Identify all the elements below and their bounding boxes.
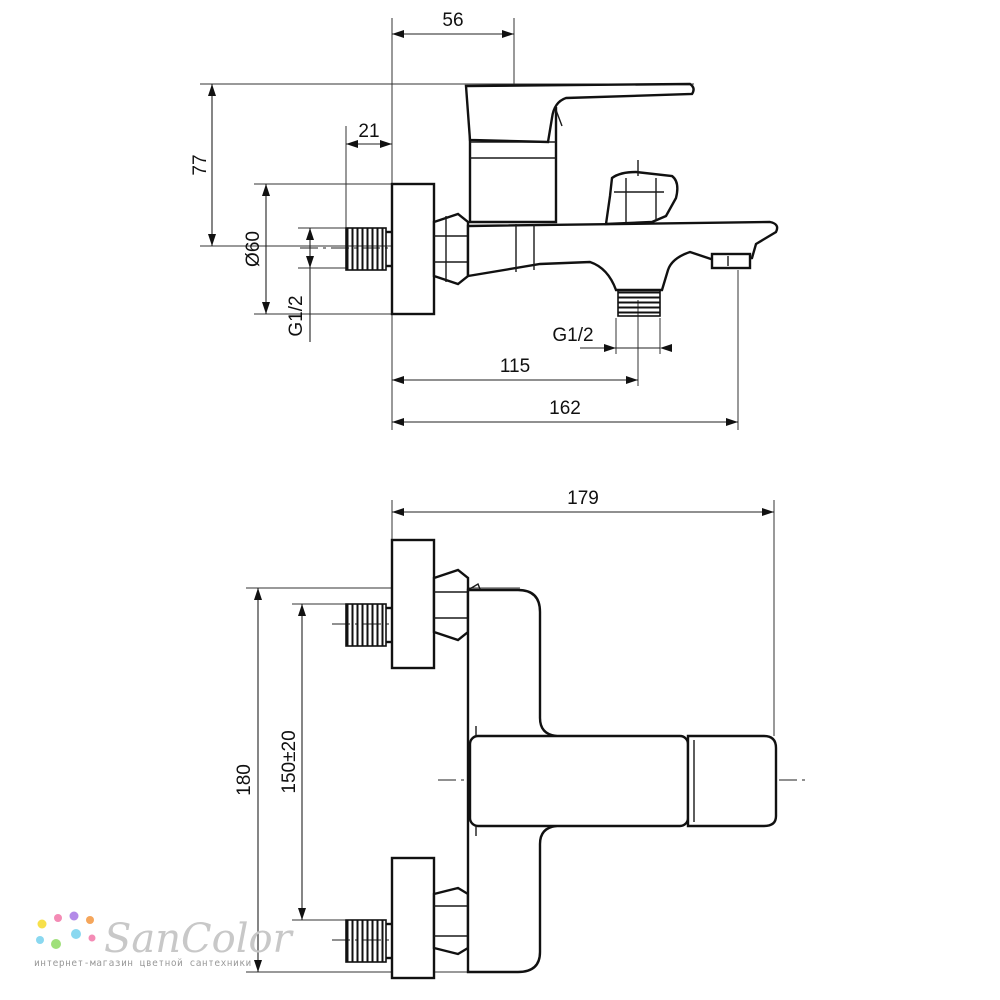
dim-eccentric-length: 21	[358, 121, 379, 142]
logo-dot	[86, 916, 94, 924]
logo-dot	[88, 934, 96, 942]
logo-dot	[69, 911, 79, 921]
dim-inlet-thread: G1/2	[286, 295, 307, 336]
logo-dot	[37, 919, 47, 929]
dim-inlet-centers: 150±20	[279, 730, 300, 793]
dim-handle-offset: 56	[442, 10, 463, 31]
sancolor-logo: SanColor интернет-магазин цветной сантех…	[34, 911, 295, 969]
dim-flange-diameter: Ø60	[243, 231, 264, 267]
dim-outlet-distance: 115	[500, 356, 530, 377]
logo-dot	[54, 914, 62, 922]
logo-dot	[51, 939, 61, 949]
dim-outlet-thread: G1/2	[552, 325, 593, 346]
logo-tagline: интернет-магазин цветной сантехники	[34, 958, 252, 969]
plan-view: 179 180 150±20	[234, 488, 810, 980]
dim-height-above-axis: 77	[190, 154, 211, 175]
logo-dot	[71, 929, 81, 939]
dim-overall-height: 180	[234, 764, 255, 796]
logo-dot	[36, 936, 44, 944]
dim-overall-width: 179	[567, 488, 599, 509]
logo-wordmark: SanColor	[104, 916, 295, 962]
side-view: 56 77 21 Ø60 G1/2 G1/2 115	[190, 10, 779, 430]
dim-spout-depth: 162	[549, 398, 581, 419]
